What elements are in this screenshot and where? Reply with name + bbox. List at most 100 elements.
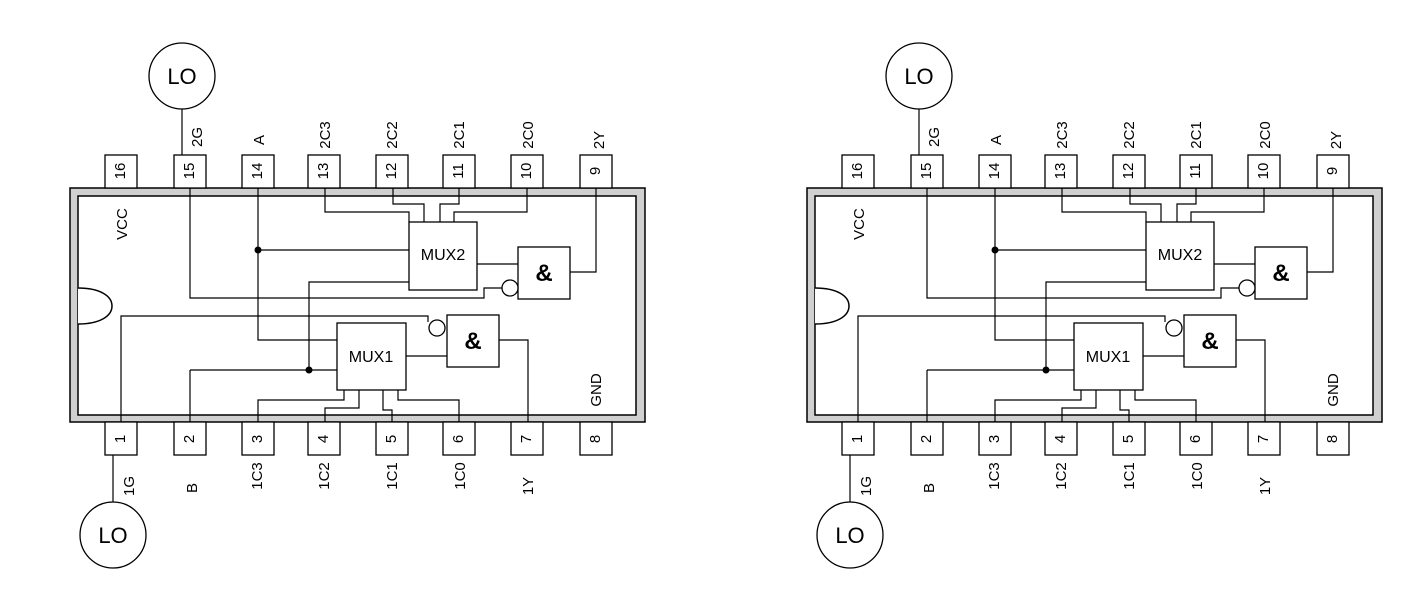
- pin-number: 16: [849, 163, 866, 180]
- bottom-pin-6: 6: [442, 421, 476, 456]
- junction-dot: [305, 366, 313, 374]
- inverter-bubble-1: [1165, 319, 1183, 337]
- pin-number: 13: [315, 163, 332, 180]
- and-gate-2-symbol: &: [535, 260, 552, 287]
- pin-label-2y: 2Y: [591, 131, 608, 149]
- pin-number: 5: [383, 435, 400, 443]
- pin-label-1c1: 1C1: [384, 462, 401, 490]
- top-pin-14: 14: [978, 154, 1012, 189]
- level-circle-top: [885, 42, 953, 110]
- pin-number: 7: [518, 435, 535, 443]
- top-pin-16: 16: [841, 154, 875, 189]
- mux2-block: [408, 221, 478, 291]
- pin-number: 2: [181, 435, 198, 443]
- pin-label-b: B: [921, 483, 938, 493]
- bottom-pin-7: 7: [510, 421, 544, 456]
- and-gate-1: [446, 314, 500, 368]
- bottom-pin-2: 2: [910, 421, 944, 456]
- pin-number: 9: [587, 167, 604, 175]
- pin-number: 4: [1052, 435, 1069, 443]
- pin-label-1c2: 1C2: [1053, 462, 1070, 490]
- pin-label-vcc: VCC: [851, 208, 868, 240]
- top-pin-9: 9: [1316, 154, 1350, 189]
- level-circle-bottom: [816, 501, 884, 569]
- pin-number: 12: [383, 163, 400, 180]
- pin-label-a: A: [251, 135, 268, 145]
- junction-dot: [1042, 366, 1050, 374]
- pin-label-1c1: 1C1: [1121, 462, 1138, 490]
- top-pin-10: 10: [510, 154, 544, 189]
- ic-diagram-right: 16 15 14 13 12 11 10 9 VCC 2G A 2C3 2C2 …: [806, 42, 1383, 569]
- pin-number: 15: [181, 163, 198, 180]
- bottom-pin-4: 4: [307, 421, 341, 456]
- pin-label-2c2: 2C2: [384, 121, 401, 149]
- top-pin-9: 9: [579, 154, 613, 189]
- top-pin-14: 14: [241, 154, 275, 189]
- pin-number: 8: [587, 435, 604, 443]
- pin-label-2c2: 2C2: [1121, 121, 1138, 149]
- top-pin-12: 12: [1112, 154, 1146, 189]
- pin-number: 11: [1187, 163, 1204, 179]
- junction-dot: [254, 246, 262, 254]
- inverter-bubble-2: [501, 279, 519, 297]
- mux1-label: MUX1: [349, 349, 394, 366]
- top-pin-16: 16: [104, 154, 138, 189]
- pin-label-1c0: 1C0: [452, 462, 469, 490]
- pin-label-1c3: 1C3: [249, 462, 266, 490]
- and-gate-2: [1254, 246, 1308, 300]
- pin-label-2c0: 2C0: [520, 121, 537, 149]
- bottom-pin-2: 2: [173, 421, 207, 456]
- pin-label-b: B: [184, 483, 201, 493]
- inverter-bubble-2: [1238, 279, 1256, 297]
- internal-wiring: [857, 188, 1334, 422]
- pin-number: 3: [249, 435, 266, 443]
- inverter-bubble-1: [428, 319, 446, 337]
- pin-label-2c0: 2C0: [1257, 121, 1274, 149]
- pin-number: 1: [849, 435, 866, 443]
- pin-number: 5: [1120, 435, 1137, 443]
- pin-number: 4: [315, 435, 332, 443]
- top-pin-10: 10: [1247, 154, 1281, 189]
- top-pin-15: 15: [173, 154, 207, 189]
- level-label-bottom: LO: [98, 523, 127, 548]
- pin-label-1y: 1Y: [520, 477, 537, 495]
- level-label-bottom: LO: [835, 523, 864, 548]
- pin-label-2c3: 2C3: [317, 121, 334, 149]
- pin-number: 7: [1255, 435, 1272, 443]
- top-pin-11: 11: [442, 154, 476, 189]
- and-gate-1: [1183, 314, 1237, 368]
- pin-label-2g: 2G: [926, 127, 943, 147]
- ic-diagram-left: 16 15 14 13 12 11 10 9 VCC 2G A 2C3 2C2 …: [69, 42, 646, 569]
- pin-number: 15: [918, 163, 935, 180]
- pin-label-vcc: VCC: [114, 208, 131, 240]
- pin-label-1c0: 1C0: [1189, 462, 1206, 490]
- pin-number: 11: [450, 163, 467, 179]
- junction-dot: [991, 246, 999, 254]
- pin-number: 10: [518, 163, 535, 180]
- pin-label-1g: 1G: [121, 476, 138, 496]
- mux2-label: MUX2: [421, 247, 466, 264]
- pin-number: 10: [1255, 163, 1272, 180]
- top-pin-15: 15: [910, 154, 944, 189]
- pin-number: 14: [249, 163, 266, 180]
- level-circle-top: [148, 42, 216, 110]
- mux1-block: [1073, 322, 1144, 391]
- bottom-pin-7: 7: [1247, 421, 1281, 456]
- pin-number: 8: [1324, 435, 1341, 443]
- and-gate-1-symbol: &: [464, 328, 481, 355]
- top-pin-13: 13: [307, 154, 341, 189]
- pin-label-gnd: GND: [588, 373, 605, 407]
- bottom-pin-1: 1: [104, 421, 138, 456]
- internal-wiring: [120, 188, 597, 422]
- top-pin-11: 11: [1179, 154, 1213, 189]
- mux1-label: MUX1: [1086, 349, 1131, 366]
- pin-number: 3: [986, 435, 1003, 443]
- bottom-pin-8: 8: [579, 421, 613, 456]
- level-label-top: LO: [904, 64, 933, 89]
- bottom-pin-3: 3: [241, 421, 275, 456]
- level-circle-bottom: [79, 501, 147, 569]
- bottom-pin-5: 5: [375, 421, 409, 456]
- top-pin-13: 13: [1044, 154, 1078, 189]
- pin-label-2y: 2Y: [1328, 131, 1345, 149]
- pin-number: 14: [986, 163, 1003, 180]
